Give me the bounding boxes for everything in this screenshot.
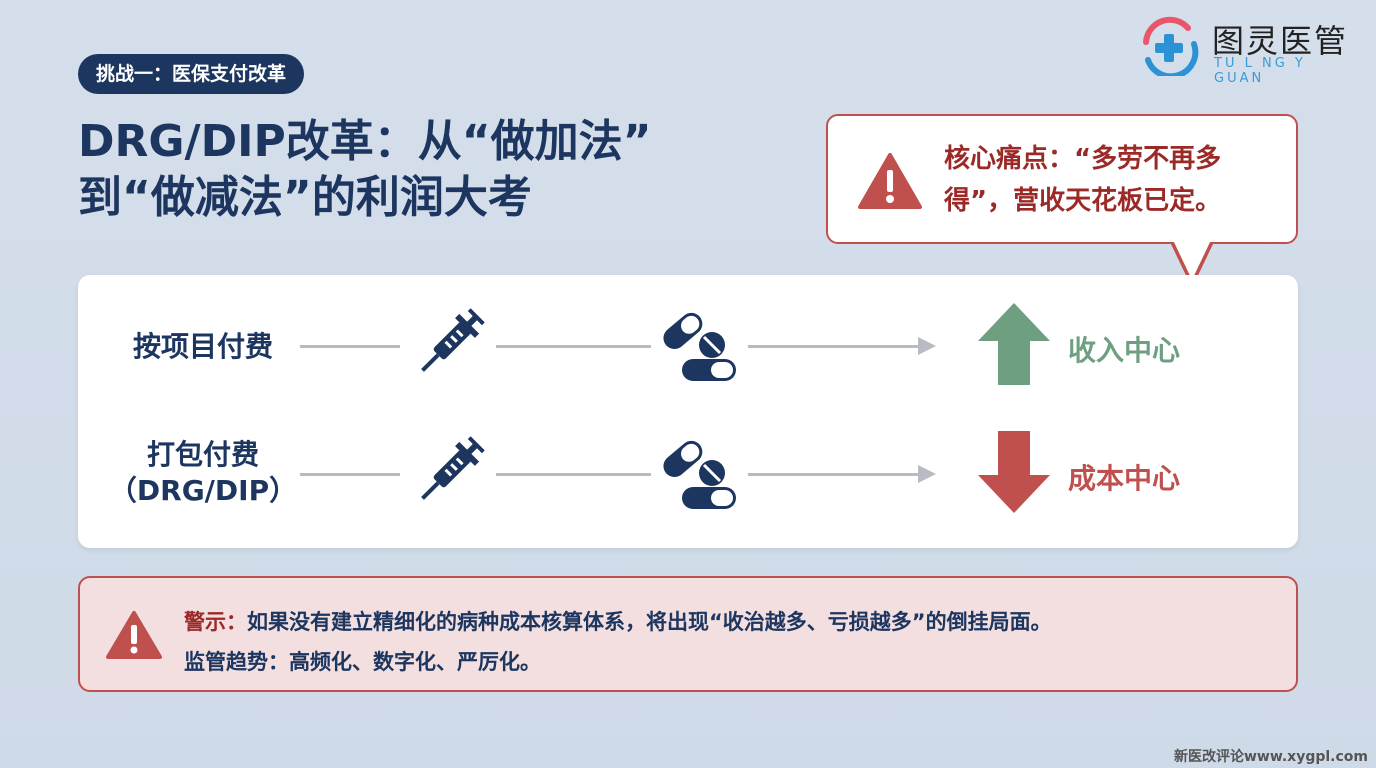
title-line-1: DRG/DIP改革：从“做加法” xyxy=(78,116,652,167)
syringe-icon xyxy=(421,436,485,500)
syringe-icon xyxy=(421,308,485,372)
medical-cross-logo-icon xyxy=(1143,16,1199,80)
flow-row-drg-dip: 打包付费（DRG/DIP） 成本中心 xyxy=(78,425,1298,525)
page-title: DRG/DIP改革：从“做加法” 到“做减法”的利润大考 xyxy=(78,114,652,226)
warning-label: 警示： xyxy=(184,610,247,634)
pills-icon xyxy=(663,312,736,381)
callout-tail-fill xyxy=(1173,240,1211,280)
connector-line xyxy=(300,473,400,476)
warning-line-2: 监管趋势：高频化、数字化、严厉化。 xyxy=(184,646,541,676)
warning-box: 警示：如果没有建立精细化的病种成本核算体系，将出现“收治越多、亏损越多”的倒挂局… xyxy=(78,576,1298,692)
watermark: 新医改评论www.xygpl.com xyxy=(1173,749,1368,765)
trend-label: 监管趋势： xyxy=(184,650,289,674)
arrow-head xyxy=(918,337,936,355)
logo-subtext: TU L NG Y GUAN xyxy=(1214,56,1306,86)
result-label-revenue-center: 收入中心 xyxy=(1068,334,1181,367)
warning-icon xyxy=(858,153,922,209)
section-tag: 挑战一：医保支付改革 xyxy=(78,54,305,94)
connector-line xyxy=(748,345,918,348)
arrow-head xyxy=(918,465,936,483)
payment-flow-panel: 按项目付费 收入中心 打包付费（DRG/DIP） 成本中心 xyxy=(78,275,1298,548)
arrow-down-icon xyxy=(978,431,1050,513)
warning-icon xyxy=(106,611,162,659)
result-label-cost-center: 成本中心 xyxy=(1068,462,1181,495)
callout-text: 核心痛点：“多劳不再多得”，营收天花板已定。 xyxy=(944,144,1222,216)
connector-line xyxy=(300,345,400,348)
connector-line xyxy=(748,473,918,476)
row-label: 打包付费（DRG/DIP） xyxy=(108,437,298,509)
flow-row-fee-for-service: 按项目付费 收入中心 xyxy=(78,297,1298,397)
connector-line xyxy=(496,473,651,476)
warning-line-1: 警示：如果没有建立精细化的病种成本核算体系，将出现“收治越多、亏损越多”的倒挂局… xyxy=(184,606,1052,636)
trend-text: 高频化、数字化、严厉化。 xyxy=(289,650,541,674)
connector-line xyxy=(496,345,651,348)
logo: 图灵医管 TU L NG Y GUAN xyxy=(1138,16,1358,86)
pain-point-callout: 核心痛点：“多劳不再多得”，营收天花板已定。 xyxy=(826,114,1298,244)
arrow-up-icon xyxy=(978,303,1050,385)
row-label: 按项目付费 xyxy=(132,330,273,363)
pills-icon xyxy=(663,440,736,509)
title-line-2: 到“做减法”的利润大考 xyxy=(78,172,532,223)
row-label-line-1: 打包付费 xyxy=(146,438,259,471)
row-label-line-2: （DRG/DIP） xyxy=(108,474,298,507)
warning-text: 如果没有建立精细化的病种成本核算体系，将出现“收治越多、亏损越多”的倒挂局面。 xyxy=(247,610,1052,634)
logo-text: 图灵医管 xyxy=(1212,22,1349,60)
